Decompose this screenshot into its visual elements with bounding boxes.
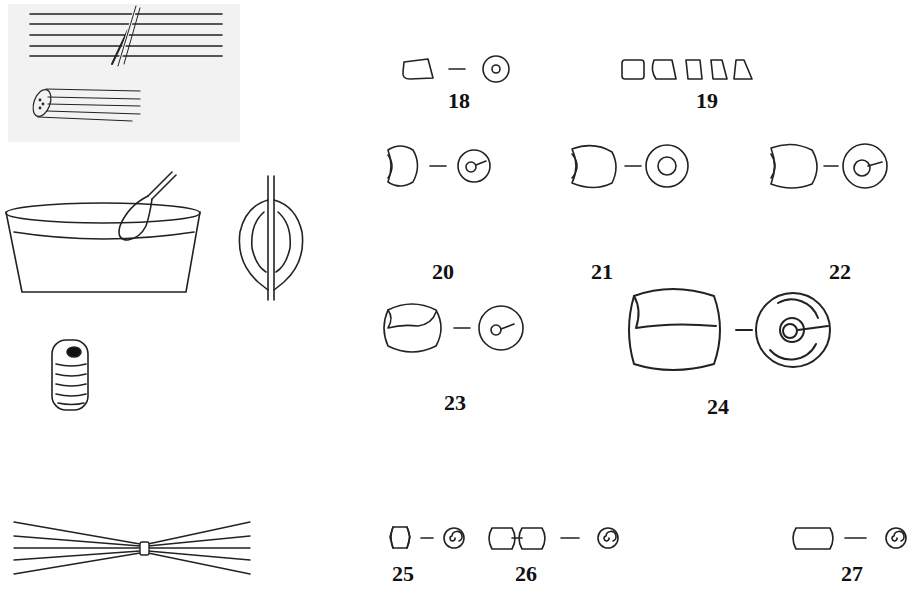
callout-number: 21 bbox=[591, 261, 613, 283]
callout-number: 23 bbox=[444, 392, 466, 414]
callout-number: 27 bbox=[841, 563, 863, 585]
callout-number: 18 bbox=[448, 90, 470, 112]
callout-number: 22 bbox=[829, 261, 851, 283]
callout-number: 20 bbox=[432, 261, 454, 283]
callout-number: 25 bbox=[392, 563, 414, 585]
callout-number: 24 bbox=[707, 396, 729, 418]
callout-number: 19 bbox=[696, 90, 718, 112]
callout-number: 26 bbox=[515, 563, 537, 585]
